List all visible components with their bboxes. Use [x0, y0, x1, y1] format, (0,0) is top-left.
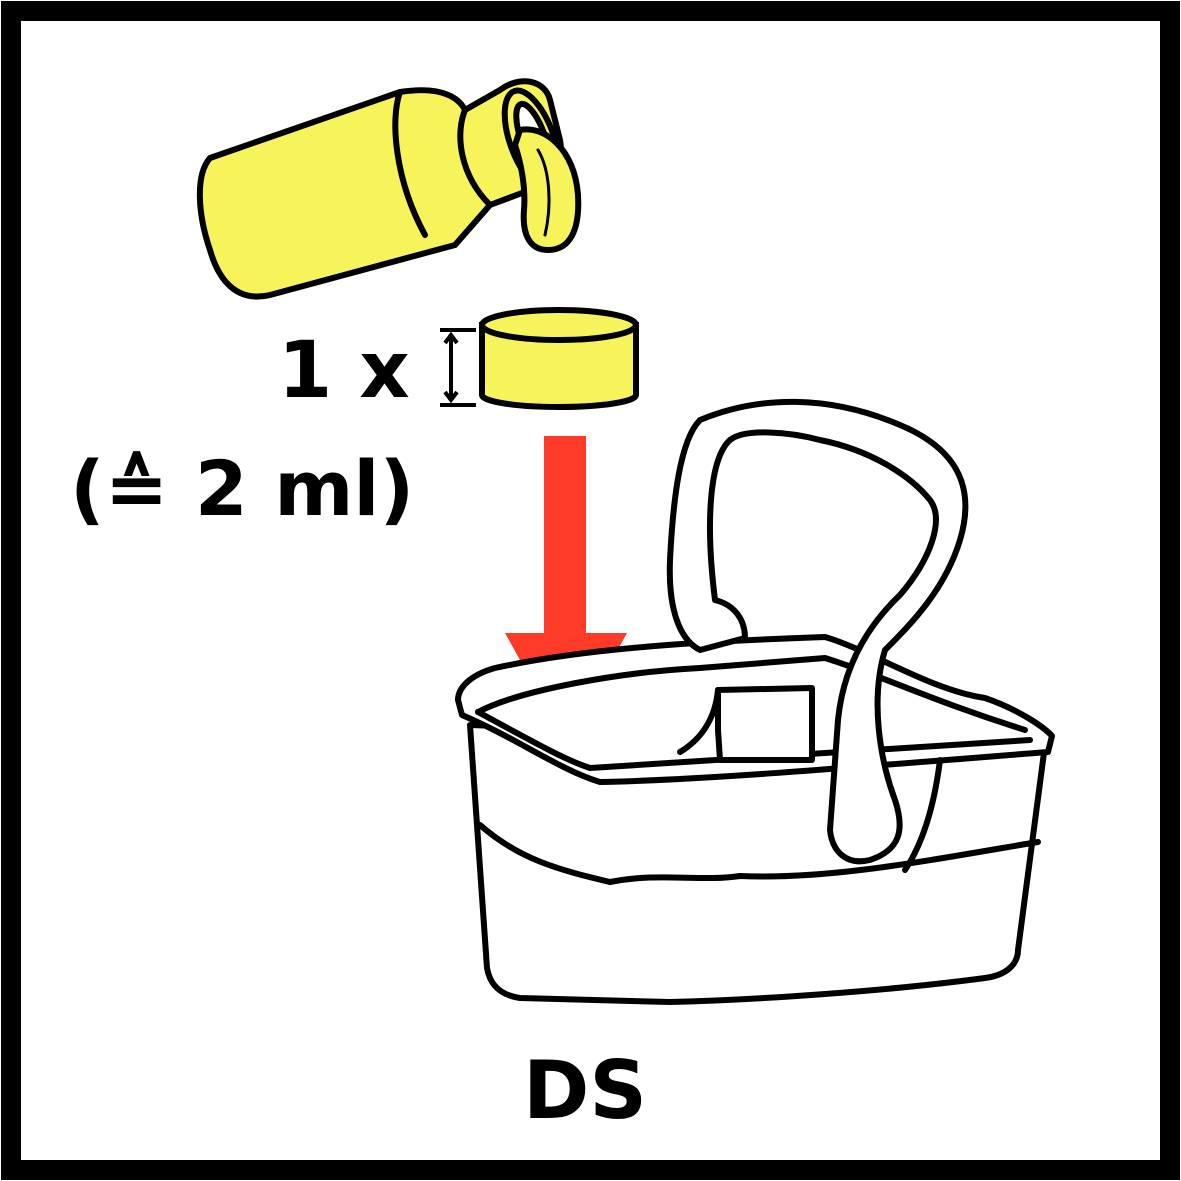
pouring-bottle-icon	[196, 78, 582, 300]
quantity-count: 1 x	[278, 326, 410, 416]
container-icon	[455, 398, 1055, 1005]
quantity-equivalent: (≙ 2 ml)	[70, 444, 414, 533]
measuring-cap-icon	[479, 307, 639, 410]
container-label: DS	[523, 1044, 647, 1137]
height-dimension-icon	[440, 328, 476, 407]
